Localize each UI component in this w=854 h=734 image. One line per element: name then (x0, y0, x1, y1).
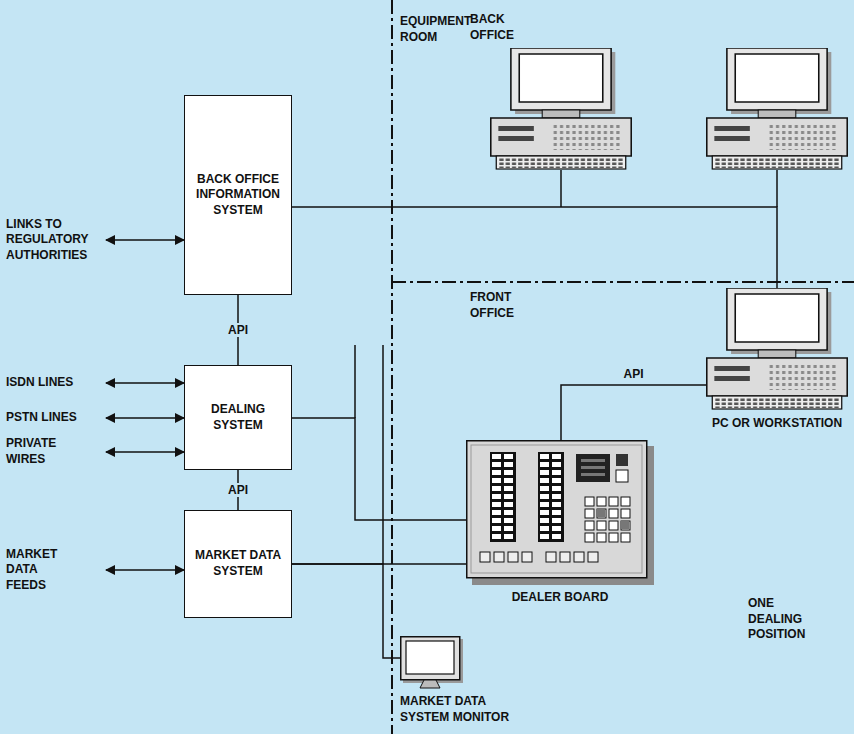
back-office-pc (707, 48, 847, 169)
node-label: DEALER BOARD (466, 590, 654, 606)
node-label: DEALING SYSTEM (191, 402, 285, 433)
node-label: MARKET DATA SYSTEM MONITOR (400, 694, 520, 725)
back-office-pc (491, 48, 631, 169)
connector (292, 418, 466, 520)
office-divider (392, 281, 854, 283)
area-label: PRIVATE WIRES (6, 436, 70, 467)
external-link-arrows (106, 240, 184, 570)
system-box: DEALING SYSTEM (184, 365, 292, 470)
area-label: EQUIPMENT ROOM (400, 14, 480, 45)
area-label: MARKET DATA FEEDS (6, 547, 70, 594)
area-label: ISDN LINES (6, 375, 102, 391)
dealer-board: DEALER BOARD (466, 440, 654, 606)
node-label: MARKET DATA SYSTEM (191, 548, 285, 579)
area-label: PSTN LINES (6, 410, 102, 426)
front-office-pc (707, 288, 847, 409)
edge-label: API (225, 323, 251, 337)
monitor-illustration (401, 637, 463, 688)
area-label: FRONT OFFICE (470, 290, 540, 321)
system-box: MARKET DATA SYSTEM (184, 510, 292, 618)
area-label: ONE DEALING POSITION (748, 596, 820, 643)
node-label: PC OR WORKSTATION (706, 416, 848, 432)
node-label: BACK OFFICE INFORMATION SYSTEM (191, 172, 285, 219)
connector (292, 207, 777, 288)
connector (292, 564, 400, 658)
edge-label: API (620, 367, 646, 381)
monitor: MARKET DATA SYSTEM MONITOR (400, 636, 520, 725)
edge-label: API (225, 483, 251, 497)
dealer-board-illustration (467, 441, 654, 585)
room-divider (391, 0, 393, 734)
area-label: LINKS TO REGULATORY AUTHORITIES (6, 217, 102, 264)
workstation: PC OR WORKSTATION (706, 288, 848, 432)
area-label: BACK OFFICE (470, 12, 530, 43)
connector (561, 385, 706, 440)
system-box: BACK OFFICE INFORMATION SYSTEM (184, 95, 292, 295)
